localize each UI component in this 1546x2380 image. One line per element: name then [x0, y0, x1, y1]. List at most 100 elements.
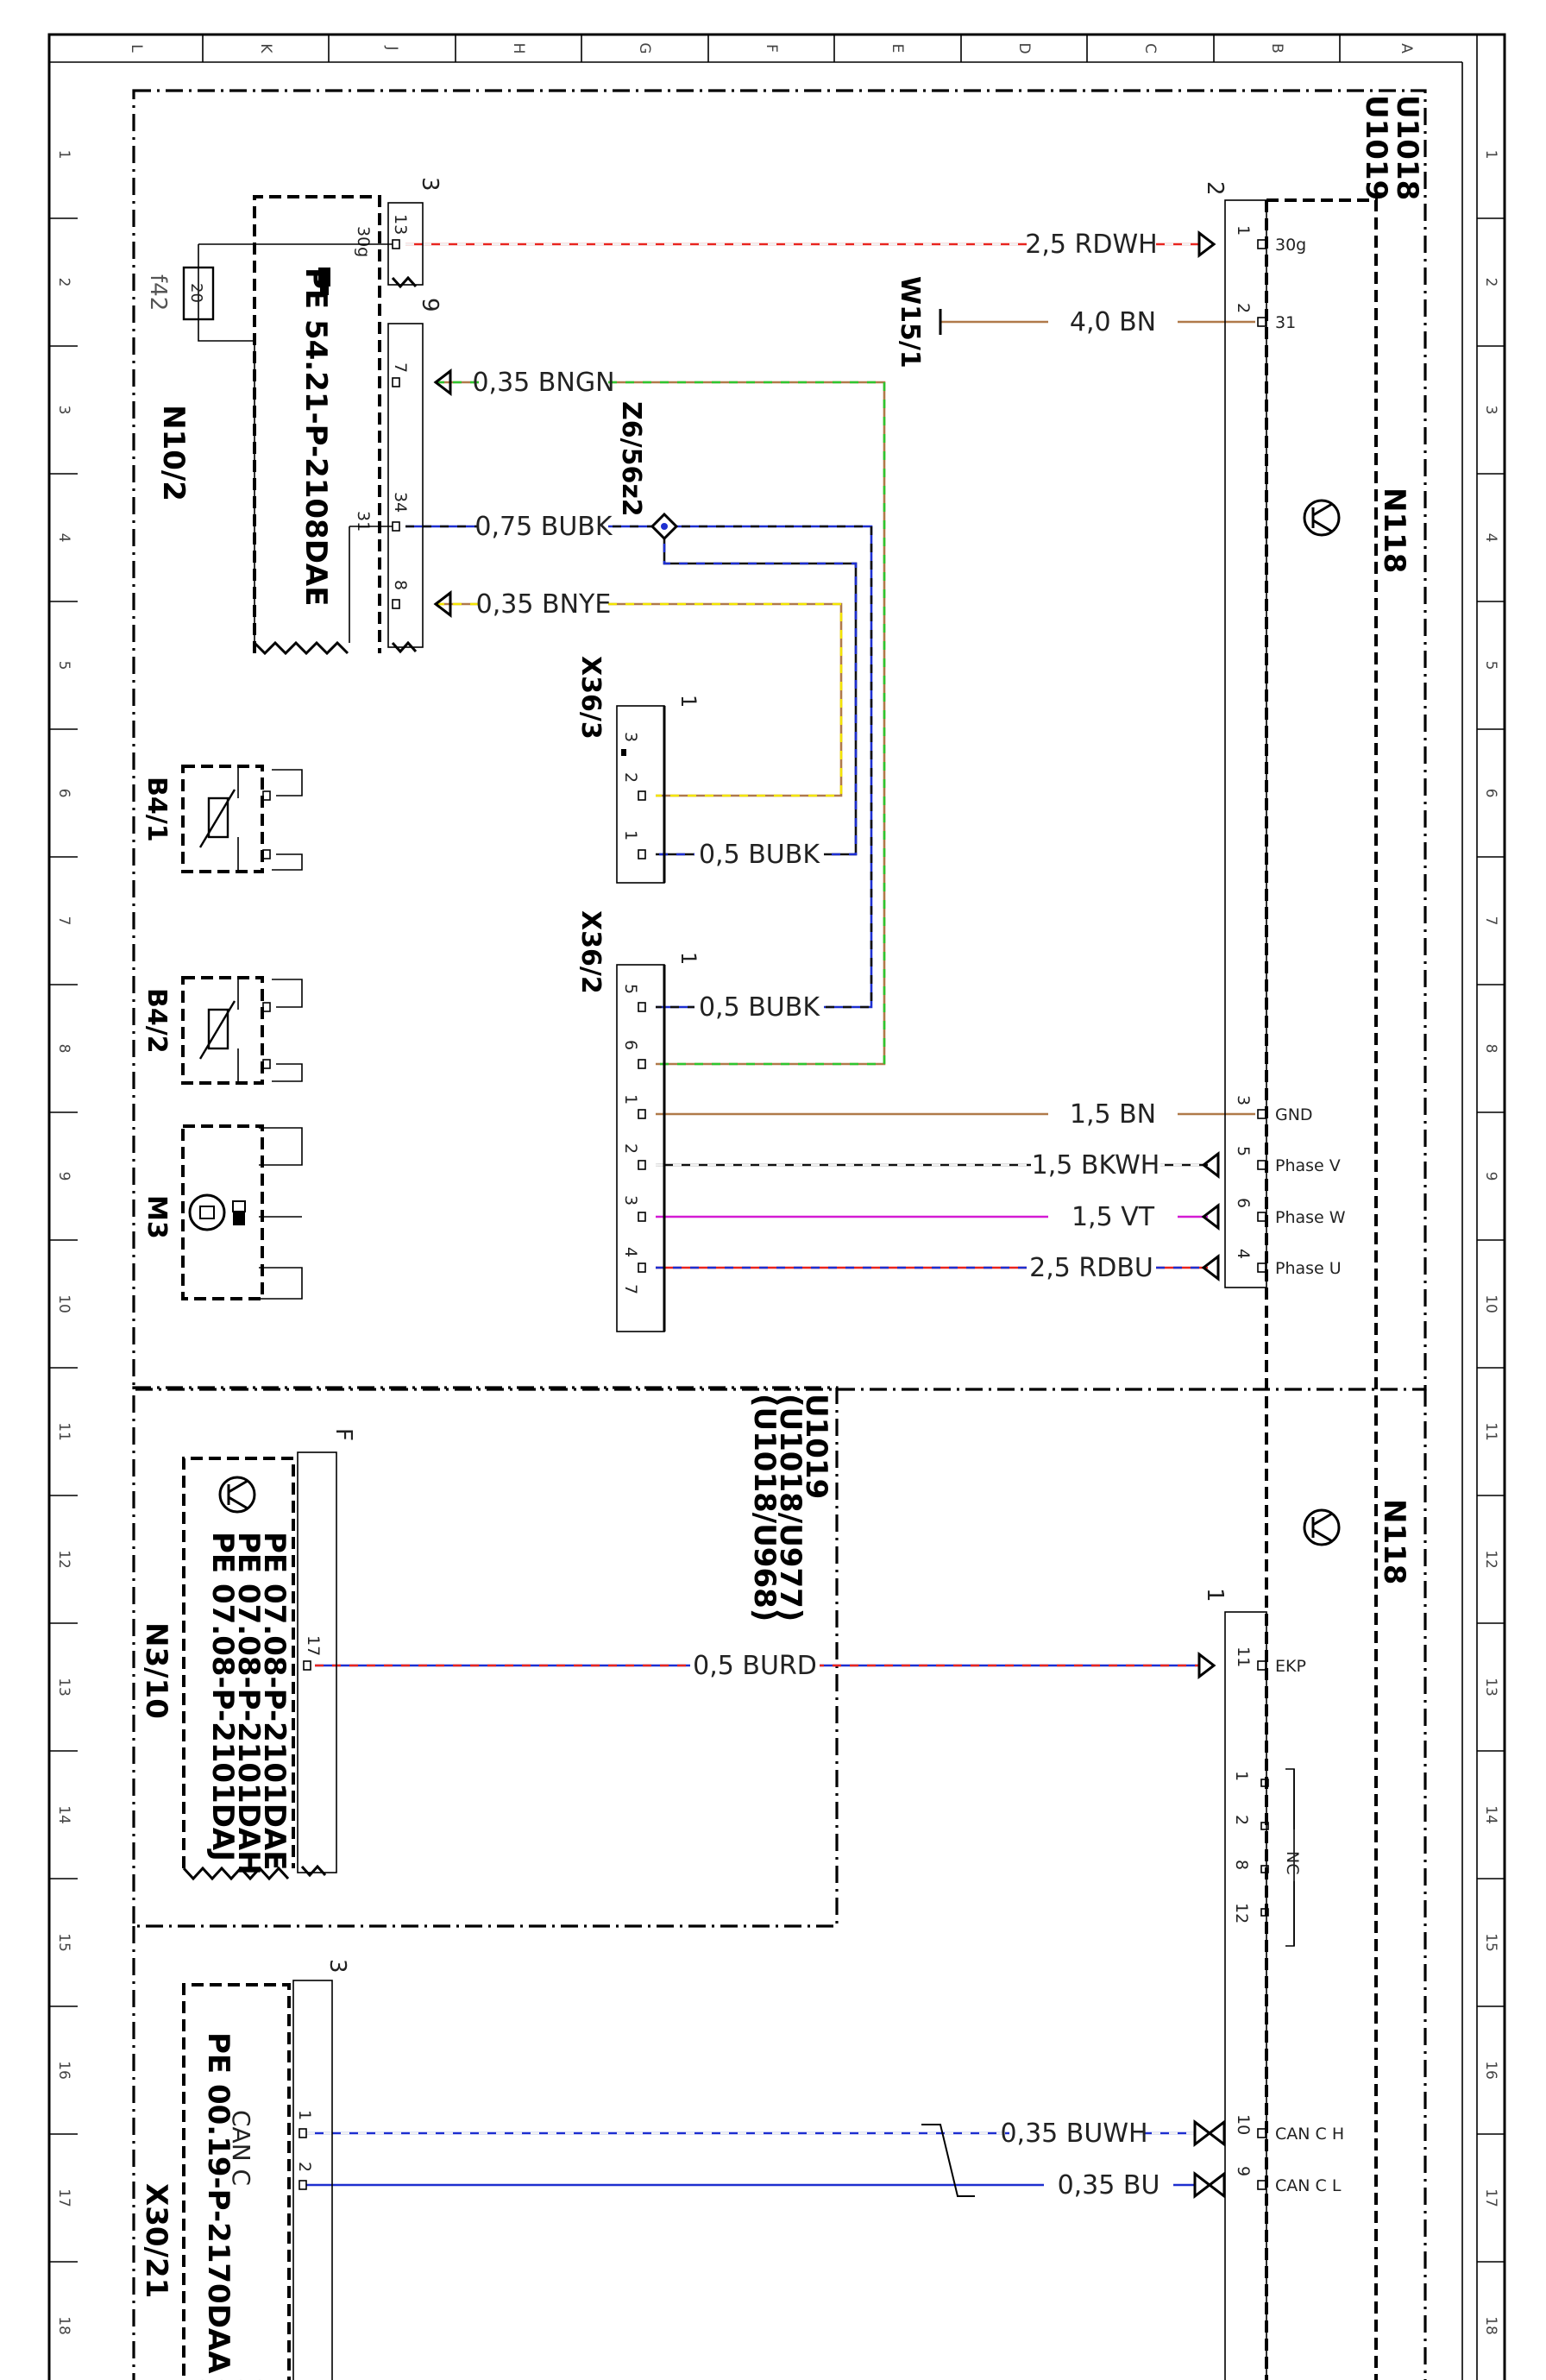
wire-z6-branch	[656, 526, 858, 856]
pin-x36-2-5: 5	[621, 984, 640, 994]
n118-top-label: N118	[1377, 488, 1411, 573]
n118-signal-9: CAN C L	[1275, 2176, 1342, 2195]
n118-pin-2: 2	[1234, 303, 1253, 313]
grid-col-b: B	[1268, 43, 1285, 54]
wire-label-bngn: 0,35 BNGN	[472, 368, 614, 398]
grid-col-j: J	[383, 45, 400, 50]
grid-column-labels: L K J H G F E D C B A	[128, 35, 1415, 62]
wire-label-bg	[1048, 307, 1178, 337]
pin-n10-2-34: 34	[391, 492, 410, 513]
pin-x36-3-3: 3	[621, 732, 640, 742]
n118-signal-3: GND	[1275, 1105, 1313, 1124]
grid-row-right-7: 7	[1482, 916, 1499, 926]
n3-10-ref-3: PE 07.08-P-2101DAJ	[205, 1532, 240, 1861]
x36-2-connector: 1 X36/2 5 6 1 2 3 4 7	[575, 910, 701, 1332]
grid-row-right-6: 6	[1482, 789, 1499, 798]
grid-row-left-18: 18	[55, 2316, 72, 2335]
grid-row-right-15: 15	[1482, 1933, 1499, 1952]
n118-pin-socket	[1257, 1212, 1266, 1222]
pin-n10-2-13: 13	[391, 214, 410, 235]
n10-2-ref: PE 54.21-P-2108DAE	[299, 268, 333, 606]
n118-pin-9: 9	[1234, 2166, 1253, 2176]
wire-label-bg	[694, 840, 824, 869]
n3-10-ref-1: PE 07.08-P-2101DAE	[257, 1532, 292, 1870]
wire-bngn-stripe	[436, 381, 886, 1066]
wire-label-bg	[479, 589, 608, 619]
grid-row-right-13: 13	[1482, 1678, 1499, 1697]
grid-col-g: G	[636, 42, 653, 54]
wire-label-buwh: 0,35 BUWH	[1000, 2119, 1147, 2149]
wire-label-bg	[479, 512, 608, 541]
connector-n3-10-id: F	[330, 1428, 356, 1441]
u1019-section: U1019 (U1018/U977) (U1018/U968)	[747, 1394, 833, 1621]
n118-pin-6: 6	[1234, 1198, 1253, 1208]
n3-10-module: F N3/10 PE 07.08-P-2101DAE PE 07.08-P-21…	[139, 1428, 356, 1881]
grid-col-d: D	[1015, 42, 1033, 54]
connector-n118-lower: 1	[1202, 1588, 1228, 1602]
wire-label-bg	[479, 368, 608, 397]
wire-label-bg	[1048, 1099, 1178, 1129]
fuse-id: f42	[145, 274, 171, 311]
wire-bngn	[436, 381, 886, 1066]
transistor-icon	[218, 1476, 256, 1514]
wire-label-bu: 0,35 BU	[1058, 2170, 1160, 2201]
wire-label-bg	[1027, 1253, 1156, 1282]
grid-row-left-14: 14	[55, 1805, 72, 1824]
n118-module: 2 1 N118 N118 U1018 U1019	[1202, 95, 1424, 2380]
pin-n3-10-17: 17	[304, 1635, 323, 1656]
grid-row-left-8: 8	[55, 1044, 72, 1054]
transistor-icon	[1303, 499, 1341, 537]
wire-label-bubk05a: 0,5 BUBK	[699, 840, 820, 870]
z6-56z2-splice: Z6/56z2	[616, 401, 679, 541]
n118-pin-socket	[1257, 2180, 1266, 2190]
b4-2-label: B4/2	[141, 988, 172, 1054]
grid-col-h: H	[510, 43, 527, 54]
wire-label-burd: 0,5 BURD	[693, 1651, 817, 1681]
grid-col-a: A	[1398, 43, 1415, 54]
u1019-section-label: U1019	[799, 1394, 833, 1499]
connector-n10-2-b: 9	[417, 298, 443, 312]
grid-row-left-4: 4	[55, 533, 72, 543]
connector-x36-3-id: 1	[676, 695, 701, 708]
n118-signal-2: 31	[1275, 313, 1296, 332]
m3-motor: M3	[141, 1124, 264, 1300]
z6-56z2-label: Z6/56z2	[616, 401, 646, 517]
wire-label-bn40: 4,0 BN	[1070, 307, 1156, 337]
n118-pin-socket	[1257, 2128, 1266, 2138]
section-outlines	[132, 89, 1427, 2380]
grid-row-left-15: 15	[55, 1933, 72, 1952]
n118-pin-10: 10	[1234, 2114, 1253, 2135]
n118-pin-1: 1	[1234, 225, 1253, 236]
grid-row-left-6: 6	[55, 789, 72, 798]
n118-pin-socket	[1257, 317, 1266, 327]
drawing-frame	[47, 33, 1506, 2380]
n118-signal-11: EKP	[1275, 1657, 1306, 1676]
grid-row-left-9: 9	[55, 1172, 72, 1181]
connector-x36-2-id: 1	[676, 952, 701, 965]
grid-row-left-2: 2	[55, 278, 72, 287]
pin-x36-2-4: 4	[621, 1247, 640, 1257]
b4-1-label: B4/1	[141, 777, 172, 842]
wire-label-bnye: 0,35 BNYE	[476, 589, 612, 620]
twisted-pair-mark	[921, 2124, 975, 2197]
connector-n10-2-a: 3	[417, 177, 443, 192]
wire-label-bg	[1027, 230, 1156, 259]
grid-col-c: C	[1141, 43, 1159, 54]
x36-3-connector: 1 X36/3 3 2 1	[575, 656, 701, 884]
b4-1-sensor: B4/1	[141, 765, 271, 873]
pin-x30-21-2: 2	[295, 2162, 314, 2172]
grid-row-right-16: 16	[1482, 2061, 1499, 2080]
wire-label-bn15: 1,5 BN	[1070, 1099, 1156, 1130]
grid-row-right-2: 2	[1482, 278, 1499, 287]
grid-row-left-5: 5	[55, 661, 72, 671]
m3-label: M3	[141, 1195, 172, 1239]
wire-label-bg	[1048, 1202, 1178, 1231]
connector-n118-upper: 2	[1202, 181, 1228, 196]
pin-x36-3-2: 2	[621, 772, 640, 783]
grid-row-right-8: 8	[1482, 1044, 1499, 1054]
grid-row-left-11: 11	[55, 1422, 72, 1441]
